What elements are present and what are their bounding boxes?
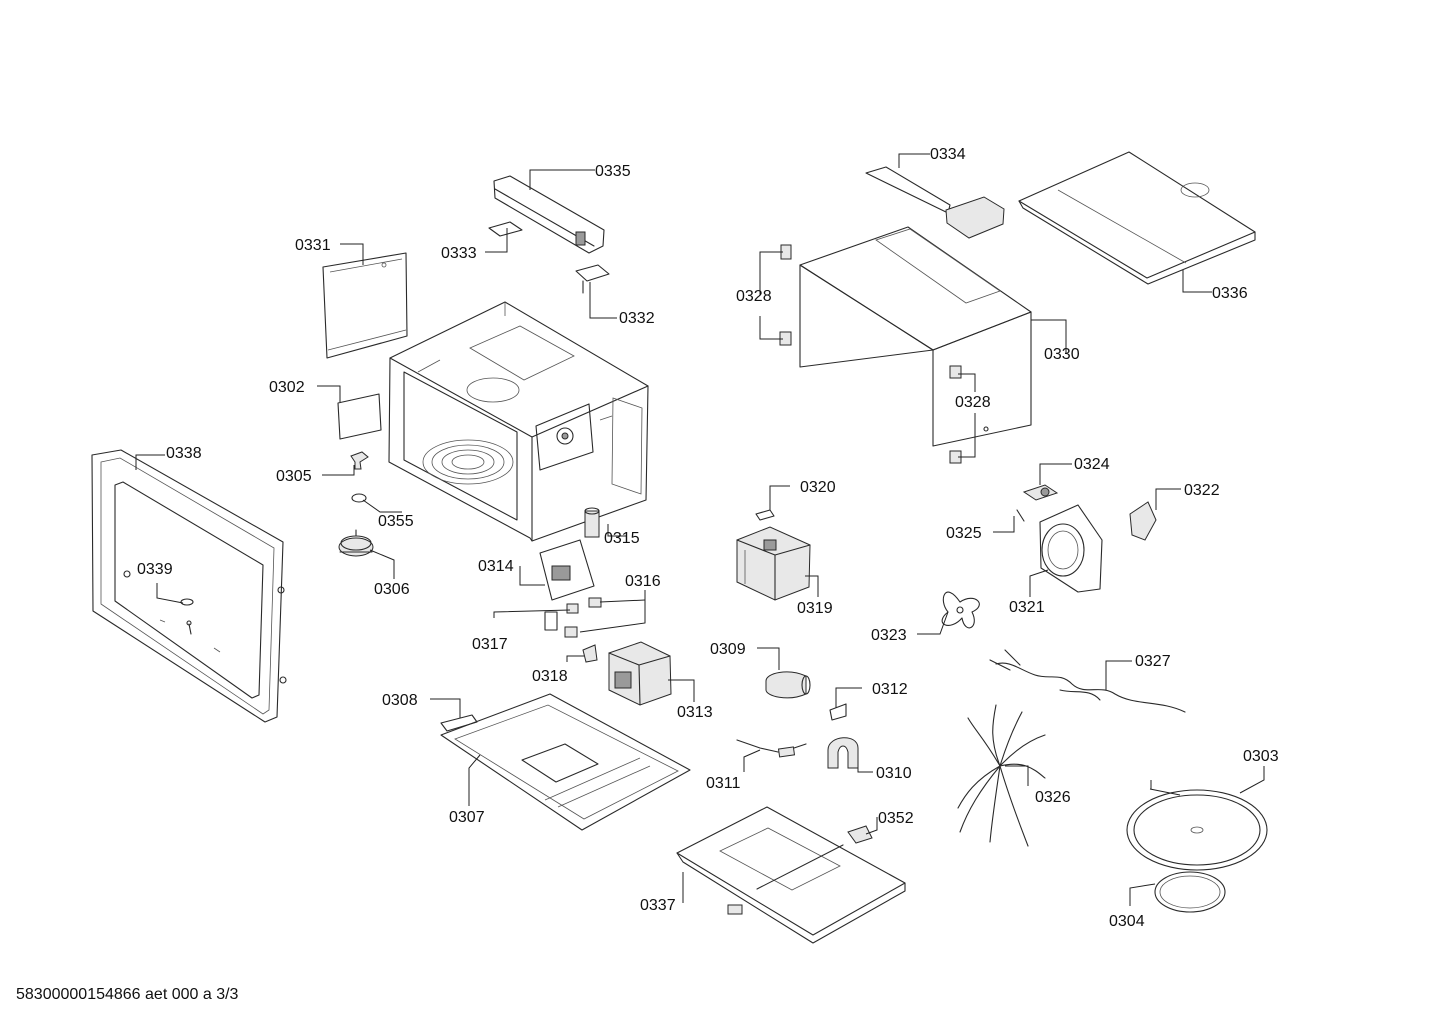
base-plate-drawing <box>440 693 691 831</box>
duct-0334-drawing <box>865 166 1005 239</box>
clip-0352-drawing <box>847 825 873 844</box>
leader-lines <box>135 153 1265 906</box>
label-0303: 0303 <box>1243 748 1279 765</box>
capacitor-drawing <box>765 671 811 699</box>
mica-plate-drawing <box>337 393 382 440</box>
knob-drawing <box>350 451 369 470</box>
label-0338: 0338 <box>166 445 202 462</box>
label-0324: 0324 <box>1074 456 1110 473</box>
label-0316: 0316 <box>625 573 661 590</box>
brackets-0328-drawing <box>779 244 962 464</box>
diode-drawing <box>736 739 807 758</box>
label-0320: 0320 <box>800 479 836 496</box>
housing-0330-drawing <box>799 226 1032 447</box>
bracket-0310-drawing <box>827 737 859 769</box>
label-0308: 0308 <box>382 692 418 709</box>
label-0325: 0325 <box>946 525 982 542</box>
label-0314: 0314 <box>478 558 514 575</box>
label-0327: 0327 <box>1135 653 1171 670</box>
label-0312: 0312 <box>872 681 908 698</box>
label-0317: 0317 <box>472 636 508 653</box>
fan-motor-drawing <box>1129 501 1157 541</box>
switch-block-drawing <box>539 539 595 631</box>
label-0335: 0335 <box>595 163 631 180</box>
label-0322: 0322 <box>1184 482 1220 499</box>
label-0337: 0337 <box>640 897 676 914</box>
magnetron-drawing <box>736 526 811 601</box>
label-0304: 0304 <box>1109 913 1145 930</box>
part-0324-drawing <box>1022 484 1059 501</box>
door-frame-drawing <box>91 449 287 723</box>
waveguide-drawing <box>493 175 605 254</box>
plate-0331-drawing <box>322 252 408 359</box>
fan-blade-drawing <box>941 591 980 629</box>
bracket-0332-drawing <box>575 264 610 294</box>
label-0333: 0333 <box>441 245 477 262</box>
label-0331: 0331 <box>295 237 331 254</box>
clip-0318-drawing <box>582 644 598 663</box>
label-0305: 0305 <box>276 468 312 485</box>
part-labels: 0335 0333 0332 0331 0302 0305 0355 0306 … <box>137 146 1279 930</box>
label-0306: 0306 <box>374 581 410 598</box>
label-0332: 0332 <box>619 310 655 327</box>
screw-0325-drawing <box>1016 509 1025 522</box>
motor-0306-drawing <box>338 529 374 557</box>
fan-housing-drawing <box>1039 504 1103 593</box>
label-0330: 0330 <box>1044 346 1080 363</box>
cable-0327-drawing <box>989 649 1186 713</box>
label-0311: 0311 <box>706 775 741 792</box>
bracket-0320-drawing <box>755 509 775 521</box>
label-0328-top: 0328 <box>736 288 772 305</box>
label-0302: 0302 <box>269 379 305 396</box>
top-cover-drawing <box>1018 151 1256 285</box>
roller-ring-drawing <box>1154 871 1226 913</box>
label-0355: 0355 <box>378 513 414 530</box>
bottom-tray-drawing <box>676 806 906 944</box>
clip-0312-drawing <box>829 703 847 721</box>
transformer-drawing <box>608 641 672 706</box>
label-0334: 0334 <box>930 146 966 163</box>
turntable-glass-drawing <box>1126 789 1268 871</box>
label-0323: 0323 <box>871 627 907 644</box>
label-0313: 0313 <box>677 704 713 721</box>
wiring-harness-drawing <box>957 704 1046 847</box>
label-0310: 0310 <box>876 765 912 782</box>
label-0309: 0309 <box>710 641 746 658</box>
document-footer: 58300000154866 aet 000 a 3/3 <box>16 986 239 1003</box>
label-0318: 0318 <box>532 668 568 685</box>
label-0315: 0315 <box>604 530 640 547</box>
label-0339: 0339 <box>137 561 173 578</box>
ring-0355-drawing <box>351 493 367 503</box>
label-0319: 0319 <box>797 600 833 617</box>
label-0321: 0321 <box>1009 599 1045 616</box>
label-0328-bottom: 0328 <box>955 394 991 411</box>
microswitches-drawing <box>564 597 602 638</box>
label-0352: 0352 <box>878 810 914 827</box>
oven-cavity-drawing <box>388 301 649 542</box>
label-0307: 0307 <box>449 809 485 826</box>
fuse-holder-drawing <box>584 507 600 538</box>
bracket-0333-drawing <box>488 221 523 237</box>
label-0336: 0336 <box>1212 285 1248 302</box>
label-0326: 0326 <box>1035 789 1071 806</box>
